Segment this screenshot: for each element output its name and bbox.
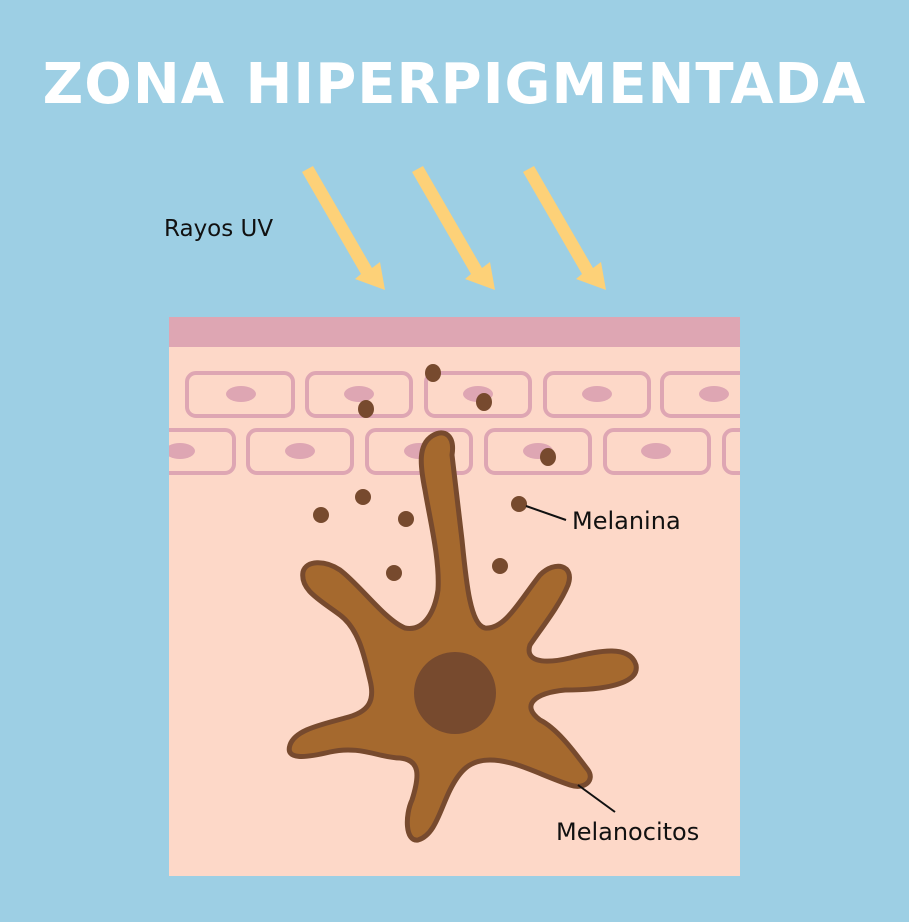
uv-arrow-icon [412, 166, 495, 290]
uv-arrow-icon [302, 166, 385, 290]
uv-arrow-icon [523, 166, 606, 290]
uv-rays-label: Rayos UV [164, 216, 274, 242]
melanin-leader-line [525, 505, 567, 521]
melanocyte [286, 430, 639, 843]
diagram-title: ZONA HIPERPIGMENTADA [42, 52, 867, 117]
keratinocyte-cells [169, 371, 740, 475]
melanocytes-label: Melanocitos [556, 818, 700, 846]
melanin-label: Melanina [572, 507, 681, 535]
melanocyte-leader-line [577, 784, 616, 813]
uv-arrows [302, 166, 606, 290]
stratum-corneum [169, 317, 740, 347]
nucleus [414, 652, 496, 734]
melanin-granules [313, 364, 556, 581]
